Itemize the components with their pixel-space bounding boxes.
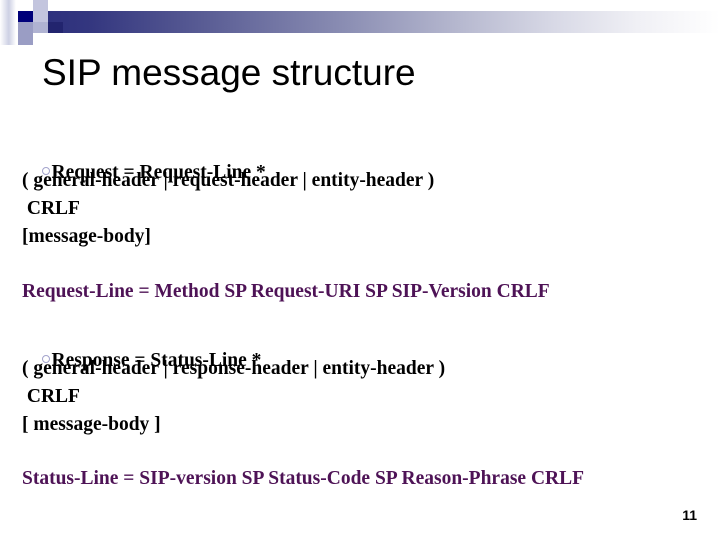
response-block-line-3: CRLF [22, 386, 80, 407]
header-left-gradient-strip [0, 0, 16, 45]
page-title: SIP message structure [42, 52, 416, 93]
request-block-line-4: [message-body] [22, 226, 151, 247]
page-number: 11 [682, 507, 697, 523]
bullet-ring-icon [41, 166, 50, 175]
header-gradient-bar [33, 11, 720, 33]
response-definition-text: Response = Status-Line * [51, 349, 262, 371]
request-block-line-2: ( general-header | request-header | enti… [22, 170, 435, 191]
response-block-line-4: [ message-body ] [22, 414, 161, 435]
request-block-line-3: CRLF [22, 198, 80, 219]
header-tile-navy-1 [18, 11, 33, 22]
status-line-definition: Status-Line = SIP-version SP Status-Code… [22, 468, 585, 489]
request-definition-text: Request = Request-Line * [51, 161, 266, 183]
header-tile-mid-1 [18, 22, 33, 33]
slide-header-decoration [0, 0, 720, 50]
header-tile-lavender-3 [33, 22, 48, 33]
header-tile-dark-1 [48, 22, 63, 33]
header-tile-lavender-2 [33, 11, 48, 22]
header-tile-mid-2 [18, 33, 33, 45]
header-tile-lavender-1 [33, 0, 48, 11]
bullet-ring-icon [41, 354, 50, 363]
response-block-line-2: ( general-header | response-header | ent… [22, 358, 446, 379]
request-line-definition: Request-Line = Method SP Request-URI SP … [22, 281, 550, 302]
request-block-line-1: Request = Request-Line * [22, 143, 266, 202]
response-block-line-1: Response = Status-Line * [22, 331, 261, 390]
